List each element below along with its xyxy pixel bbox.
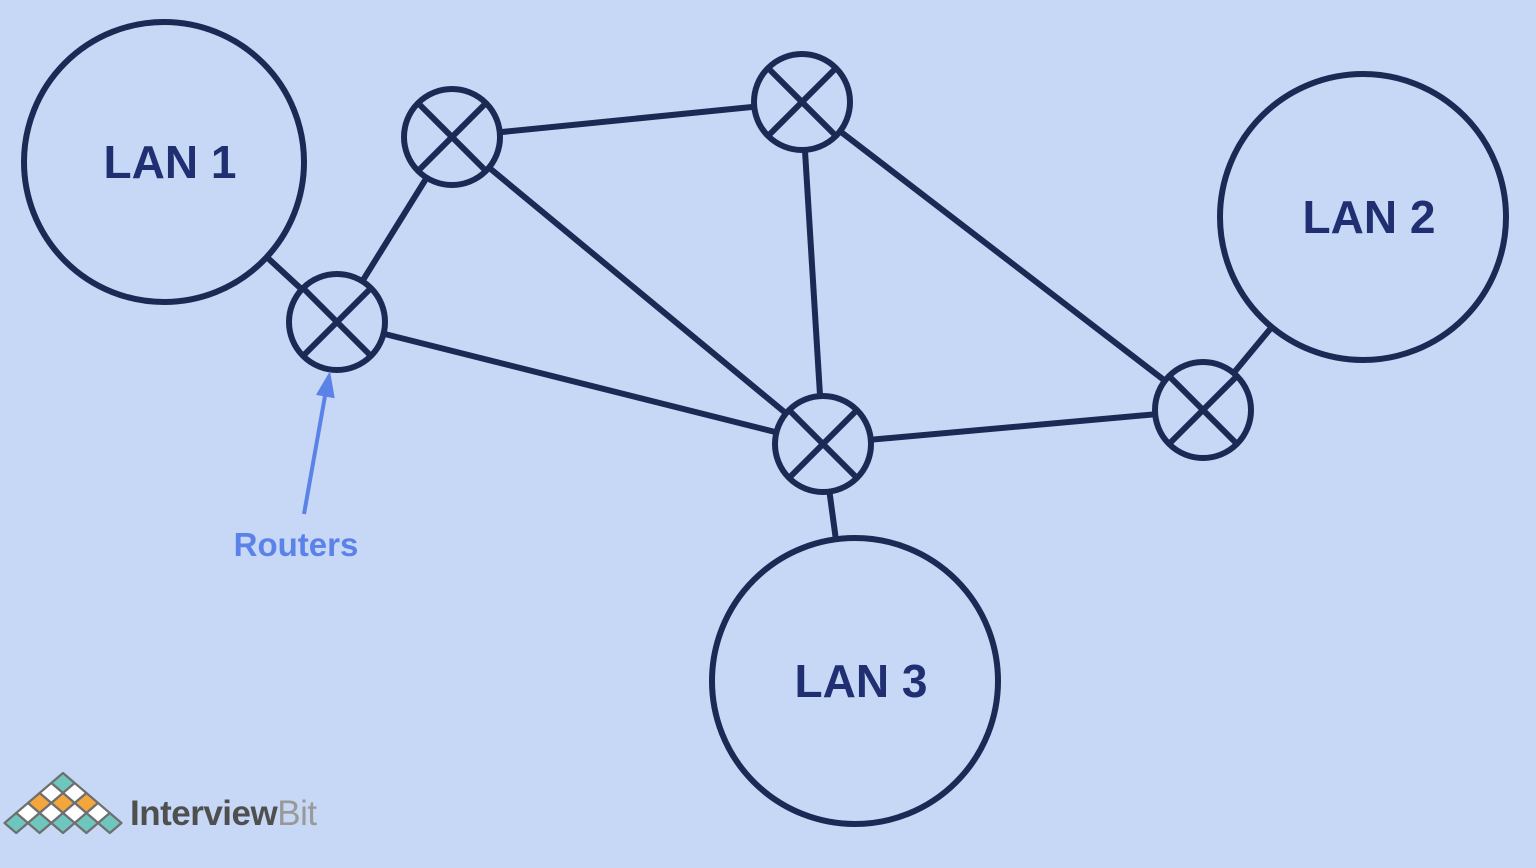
router-x-icon [765, 65, 839, 139]
lan-node-lan2: LAN 2 [1217, 71, 1509, 363]
lan-node-lan3: LAN 3 [709, 535, 1001, 827]
link-r4-r5 [822, 407, 1204, 447]
router-symbol-r3 [286, 271, 388, 373]
link-r2-r4 [799, 101, 826, 445]
router-symbol-r5 [1152, 359, 1254, 461]
link-r1-r2 [451, 99, 803, 140]
router-symbol-r1 [401, 86, 503, 188]
lan-node-lan1: LAN 1 [21, 19, 307, 305]
logo-diamond-teal [50, 811, 76, 835]
routers-pointer-line [302, 395, 327, 515]
lan-label-lan1: LAN 1 [104, 136, 237, 188]
logo-diamond-teal [96, 811, 123, 835]
routers-annotation-label: Routers [234, 526, 359, 563]
interviewbit-logo: InterviewBit [130, 796, 317, 831]
link-r1-r4 [450, 134, 825, 447]
link-r3-r4 [336, 319, 824, 447]
logo-text-bit: Bit [277, 794, 317, 833]
logo-diamond-teal [26, 811, 53, 835]
router-symbol-r4 [772, 393, 874, 495]
logo-text-interview: Interview [130, 794, 278, 833]
logo-diamond-teal [3, 811, 29, 835]
link-r2-r5 [800, 99, 1205, 413]
interviewbit-pyramid-icon [3, 771, 123, 835]
router-x-icon [1166, 373, 1240, 447]
logo-diamond-teal [73, 811, 100, 835]
lan-circle-lan3 [709, 535, 1001, 827]
router-x-icon [300, 285, 374, 359]
lan-circle-lan1 [21, 19, 307, 305]
router-x-icon [786, 407, 860, 481]
lan-circle-lan2 [1217, 71, 1509, 363]
lan-label-lan2: LAN 2 [1303, 191, 1436, 243]
router-symbol-r2 [751, 51, 853, 153]
router-x-icon [415, 100, 489, 174]
lan-label-lan3: LAN 3 [795, 655, 928, 707]
routers-arrowhead-icon [316, 371, 335, 399]
